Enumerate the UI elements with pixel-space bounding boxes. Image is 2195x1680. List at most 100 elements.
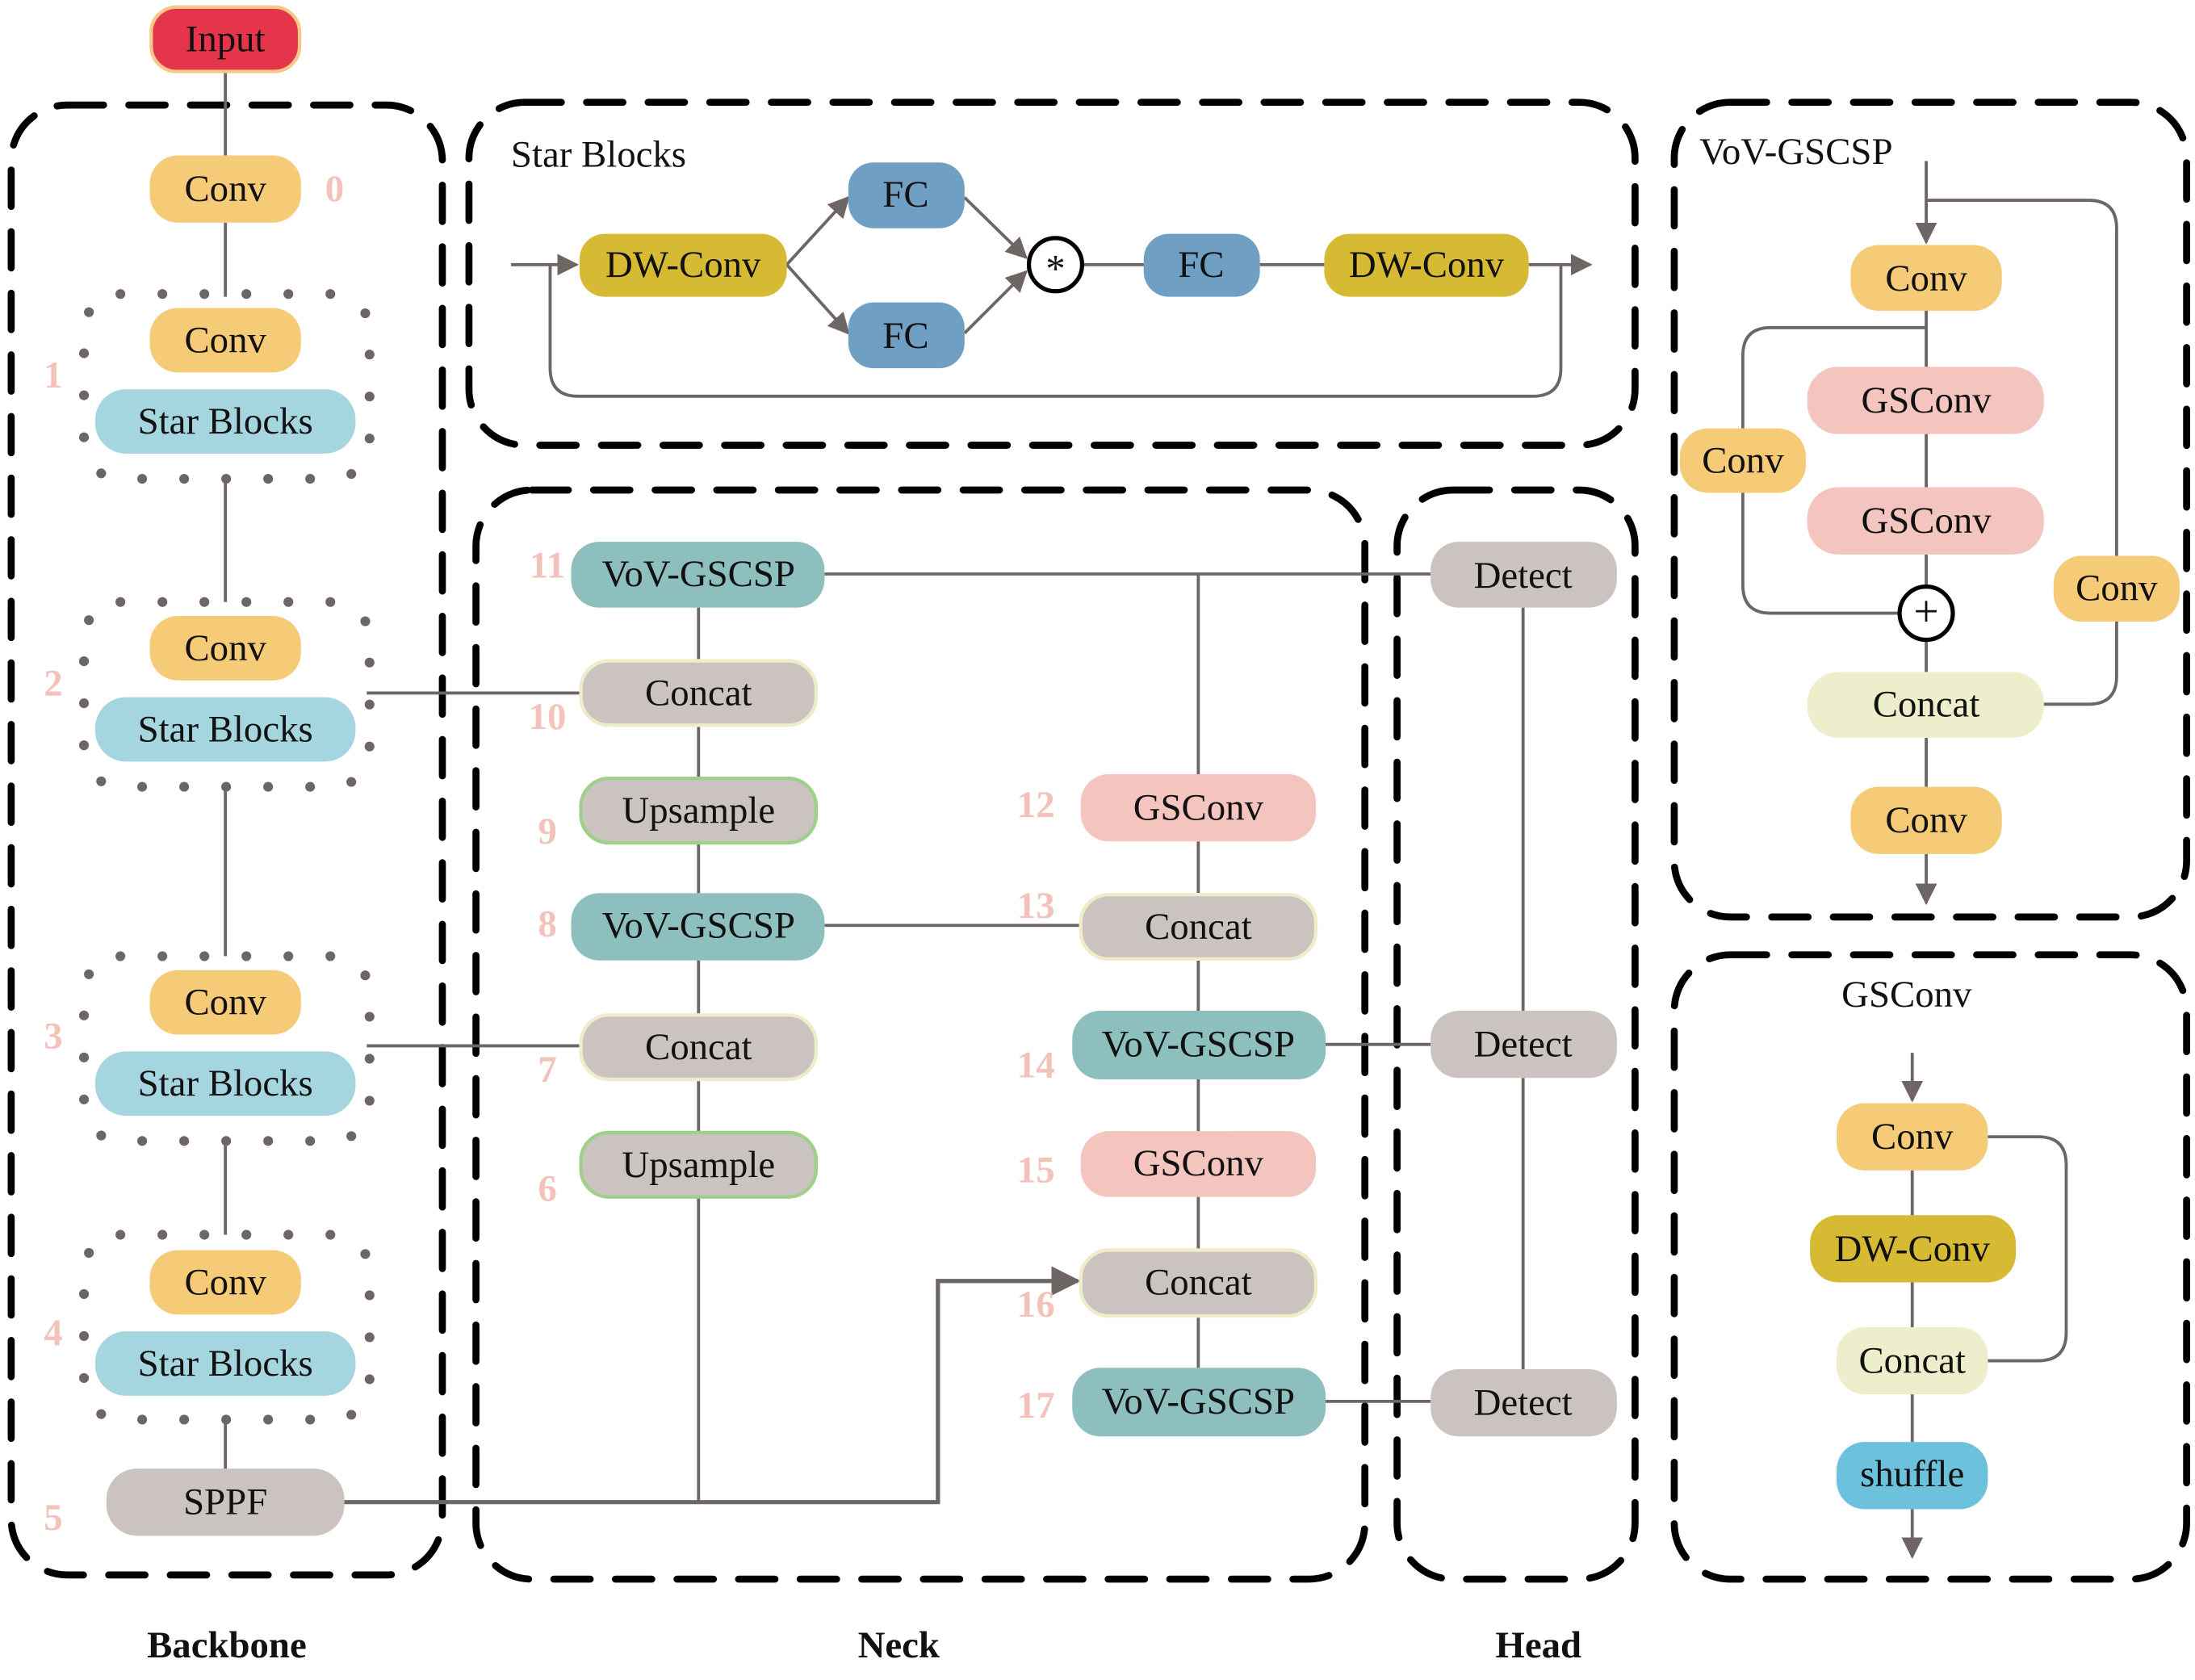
neck-node-11-vov-gscsp[interactable]: VoV-GSCSP: [571, 542, 825, 608]
node-label: VoV-GSCSP: [1102, 1380, 1295, 1422]
node-label: Concat: [1145, 906, 1252, 948]
neck-node-9-upsample[interactable]: Upsample: [579, 777, 819, 845]
gsconv-concat[interactable]: Concat: [1837, 1326, 1988, 1395]
node-label: Detect: [1474, 1382, 1573, 1424]
neck-node-12-gsconv[interactable]: GSConv: [1080, 773, 1317, 842]
backbone-stage-2[interactable]: Conv Star Blocks: [94, 616, 356, 762]
stage-4-star-blocks-label: Star Blocks: [138, 1343, 313, 1385]
head-detect-small[interactable]: Detect: [1431, 1368, 1617, 1437]
index-label-9: 9: [538, 811, 556, 853]
input-label: Input: [186, 19, 266, 61]
node-label: FC: [882, 174, 928, 216]
vov-conv-out[interactable]: Conv: [1850, 786, 2002, 854]
backbone-node-0-conv[interactable]: Conv: [149, 155, 301, 223]
node-label: FC: [1178, 244, 1224, 286]
node-label: Concat: [1873, 683, 1980, 725]
vov-gscsp-panel-title: VoV-GSCSP: [1699, 131, 1892, 173]
gsconv-shuffle[interactable]: shuffle: [1837, 1442, 1988, 1510]
add-icon: +: [1913, 587, 1938, 636]
gsconv-panel-container: [1670, 951, 2190, 1583]
vov-conv-top[interactable]: Conv: [1850, 245, 2002, 312]
vov-concat[interactable]: Concat: [1807, 672, 2044, 738]
star-multiply-operator: *: [1026, 236, 1085, 294]
node-label: Concat: [1145, 1261, 1252, 1303]
vov-gsconv-1[interactable]: GSConv: [1807, 367, 2044, 434]
stage-3-group: [78, 951, 375, 1146]
backbone-stage-3[interactable]: Conv Star Blocks: [94, 970, 356, 1117]
index-label-2: 2: [44, 662, 62, 704]
gsconv-dwconv[interactable]: DW-Conv: [1810, 1215, 2017, 1283]
node-label: Conv: [2076, 567, 2158, 609]
neck-node-14-vov-gscsp[interactable]: VoV-GSCSP: [1072, 1011, 1326, 1080]
gsconv-edges: [1901, 1053, 2068, 1560]
vov-gsconv-2[interactable]: GSConv: [1807, 487, 2044, 555]
neck-node-16-concat[interactable]: Concat: [1079, 1248, 1318, 1318]
star-fc-bottom[interactable]: FC: [848, 302, 965, 369]
node-label: DW-Conv: [1835, 1228, 1991, 1270]
star-dwconv-in[interactable]: DW-Conv: [579, 233, 787, 297]
node-label: VoV-GSCSP: [1102, 1024, 1295, 1066]
index-label-1: 1: [44, 354, 62, 396]
node-label: VoV-GSCSP: [602, 904, 795, 946]
neck-node-7-concat[interactable]: Concat: [579, 1013, 819, 1082]
multiply-icon: *: [1045, 247, 1065, 291]
vov-conv-left[interactable]: Conv: [1679, 428, 1806, 493]
neck-node-6-upsample[interactable]: Upsample: [579, 1130, 819, 1199]
index-label-17: 17: [1017, 1385, 1055, 1427]
index-label-13: 13: [1017, 885, 1055, 927]
neck-edges: [344, 572, 1525, 1505]
node-label: Upsample: [622, 790, 775, 832]
stage-4-group: [78, 1230, 375, 1425]
node-label: Concat: [1858, 1340, 1966, 1382]
backbone-stage-4[interactable]: Conv Star Blocks: [94, 1250, 356, 1396]
backbone-stage-1[interactable]: Conv Star Blocks: [94, 308, 356, 454]
node-label: GSConv: [1133, 787, 1264, 829]
neck-node-10-concat[interactable]: Concat: [579, 659, 819, 727]
index-label-12: 12: [1017, 784, 1055, 826]
node-label: SPPF: [183, 1481, 267, 1523]
node-label: FC: [882, 315, 928, 357]
node-label: Upsample: [622, 1144, 775, 1186]
node-label: Conv: [1871, 1116, 1954, 1158]
node-label: DW-Conv: [605, 244, 761, 286]
vov-gscsp-panel-container: [1670, 98, 2190, 921]
node-label: shuffle: [1860, 1453, 1964, 1495]
vov-conv-right[interactable]: Conv: [2053, 555, 2180, 622]
stage-4-conv-label: Conv: [184, 1261, 266, 1303]
neck-node-15-gsconv[interactable]: GSConv: [1080, 1131, 1317, 1197]
neck-container: [472, 486, 1369, 1583]
star-dwconv-out[interactable]: DW-Conv: [1324, 233, 1529, 297]
node-label: Conv: [1885, 799, 1967, 841]
stage-1-star-blocks-label: Star Blocks: [138, 400, 313, 442]
star-fc-top[interactable]: FC: [848, 162, 965, 228]
neck-node-8-vov-gscsp[interactable]: VoV-GSCSP: [571, 893, 825, 961]
index-label-7: 7: [538, 1049, 556, 1091]
node-label: VoV-GSCSP: [602, 553, 795, 595]
index-label-10: 10: [529, 696, 567, 738]
stage-2-star-blocks-label: Star Blocks: [138, 709, 313, 751]
backbone-node-5-sppf[interactable]: SPPF: [106, 1468, 345, 1536]
index-label-15: 15: [1017, 1150, 1055, 1192]
node-label: Conv: [1885, 258, 1967, 300]
neck-node-13-concat[interactable]: Concat: [1079, 892, 1318, 961]
index-label-5: 5: [44, 1497, 62, 1539]
node-label: Concat: [645, 1026, 752, 1068]
star-fc-out[interactable]: FC: [1143, 233, 1260, 297]
stage-3-conv-label: Conv: [184, 982, 266, 1024]
stage-1-conv-label: Conv: [184, 319, 266, 361]
neck-node-17-vov-gscsp[interactable]: VoV-GSCSP: [1072, 1368, 1326, 1437]
vov-gscsp-edges: [1741, 161, 2118, 906]
stage-3-star-blocks-label: Star Blocks: [138, 1062, 313, 1104]
index-label-0: 0: [325, 168, 344, 210]
star-blocks-edges: [510, 195, 1593, 398]
neck-section-label: Neck: [858, 1624, 940, 1666]
head-detect-large[interactable]: Detect: [1431, 542, 1617, 608]
gsconv-conv[interactable]: Conv: [1837, 1103, 1988, 1171]
index-label-8: 8: [538, 903, 556, 945]
input-node[interactable]: Input: [149, 5, 302, 73]
head-detect-medium[interactable]: Detect: [1431, 1011, 1617, 1079]
star-blocks-panel-container: [465, 98, 1639, 449]
node-label: GSConv: [1861, 379, 1992, 421]
index-label-16: 16: [1017, 1284, 1055, 1326]
